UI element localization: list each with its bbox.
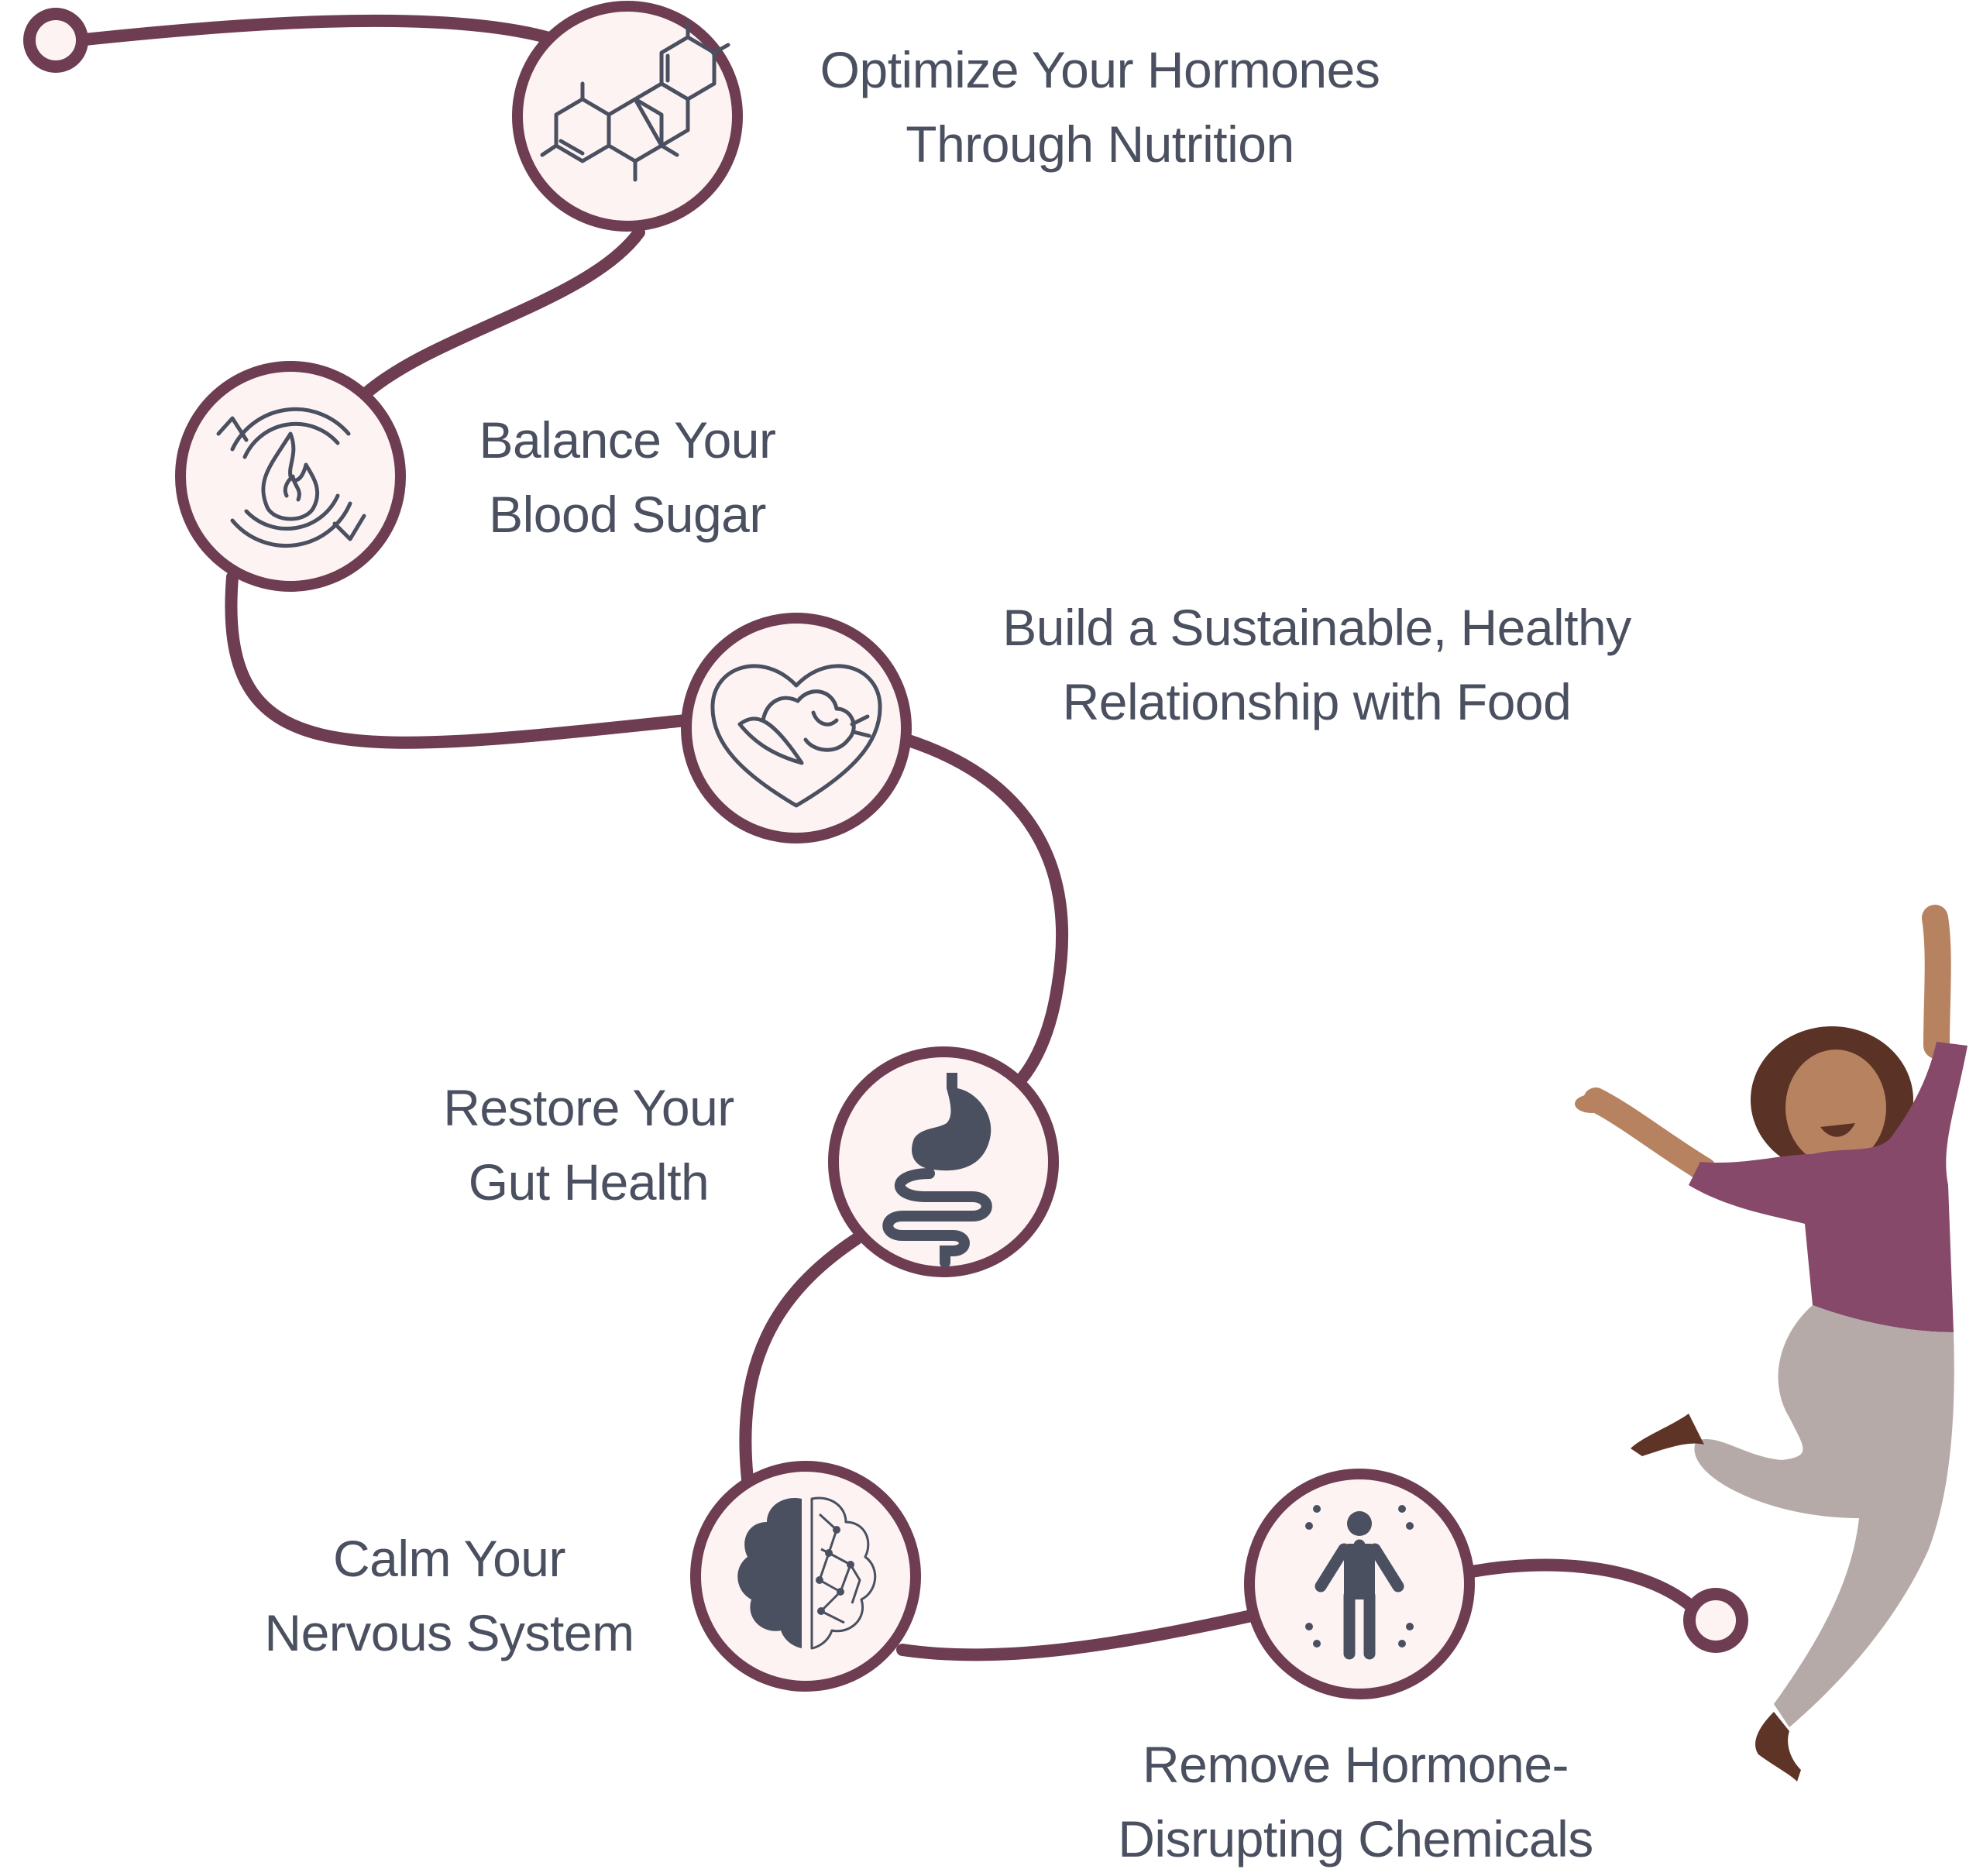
step-node-1 (512, 1, 743, 232)
jumping-woman-illustration (1575, 905, 1968, 1782)
step-label-3-line-2: Relationship with Food (1062, 673, 1572, 730)
step-label-5-line-2: Nervous System (264, 1604, 634, 1661)
step-label-5-line-1: Calm Your (332, 1530, 566, 1587)
step-label-4: Restore Your Gut Health (395, 1070, 782, 1219)
step-node-3 (681, 613, 912, 844)
step-node-5 (690, 1461, 921, 1692)
brain-icon (737, 1496, 877, 1650)
digestive-system-icon (882, 1073, 992, 1268)
step-node-6 (1244, 1469, 1475, 1699)
step-label-4-line-1: Restore Your (443, 1079, 734, 1136)
step-label-2-line-1: Balance Your (479, 411, 776, 469)
step-label-3: Build a Sustainable, Healthy Relationshi… (930, 590, 1704, 739)
step-label-2: Balance Your Blood Sugar (434, 403, 821, 551)
step-label-2-line-2: Blood Sugar (489, 486, 766, 543)
heart-vegetables-icon (710, 664, 882, 808)
step-label-6: Remove Hormone- Disrupting Chemicals (1069, 1727, 1642, 1876)
path-end-marker (1683, 1588, 1748, 1653)
molecule-icon (540, 21, 730, 182)
step-node-4 (828, 1046, 1059, 1277)
step-label-6-line-2: Disrupting Chemicals (1118, 1810, 1593, 1867)
step-label-4-line-2: Gut Health (468, 1153, 710, 1211)
step-label-1-line-1: Optimize Your Hormones (820, 41, 1380, 98)
step-label-5: Calm Your Nervous System (232, 1521, 666, 1670)
step-label-1-line-2: Through Nutrition (906, 115, 1294, 173)
step-label-3-line-1: Build a Sustainable, Healthy (1002, 599, 1631, 656)
journey-path (50, 14, 1699, 1661)
metabolism-flame-icon (216, 407, 366, 548)
step-label-1: Optimize Your Hormones Through Nutrition (759, 33, 1441, 181)
step-label-6-line-1: Remove Hormone- (1142, 1736, 1569, 1793)
path-start-marker (23, 8, 88, 73)
step-node-2 (175, 361, 406, 592)
body-detox-icon (1305, 1505, 1414, 1660)
